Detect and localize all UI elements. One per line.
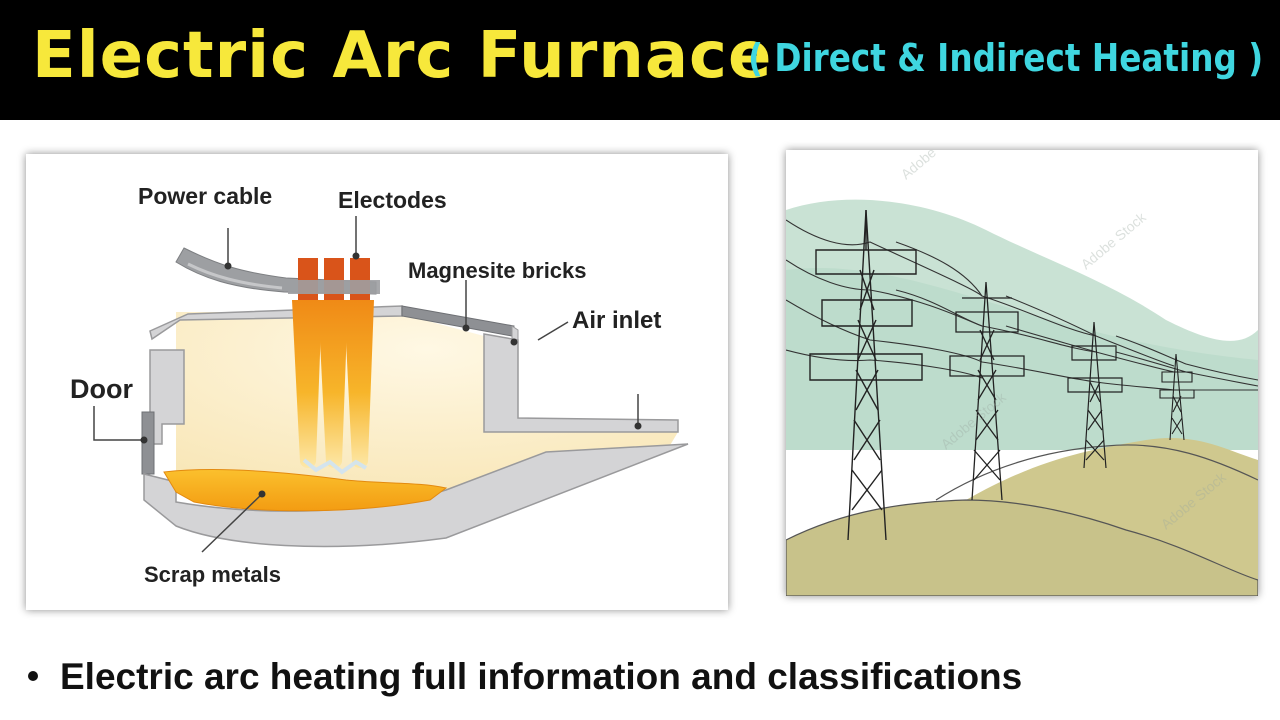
title-banner: Electric Arc Furnace ( Direct & Indirect…: [0, 0, 1280, 120]
bullet-point: Electric arc heating full information an…: [28, 656, 1022, 698]
label-scrap-metals: Scrap metals: [144, 562, 281, 587]
scrap-metal-pool: [163, 469, 448, 512]
hills-middle: [935, 444, 1258, 501]
furnace-diagram-panel: Power cable Electodes Magnesite bricks A…: [26, 154, 728, 610]
pylon-1: [809, 209, 923, 541]
electrodes: [288, 258, 380, 468]
electrode-2-body: [318, 300, 348, 468]
leader-door: [93, 406, 144, 441]
pylon-2: [949, 281, 1025, 501]
sky-wash-2: [786, 268, 1258, 450]
bullet-text: Electric arc heating full information an…: [60, 656, 1023, 697]
arc-spark: [302, 458, 368, 475]
furnace-door: [141, 411, 155, 475]
pylon-3: [1067, 321, 1123, 469]
leader-scrap: [201, 493, 263, 553]
label-magnesite-bricks: Magnesite bricks: [408, 258, 587, 283]
electrode-holder: [288, 280, 380, 294]
furnace-diagram: Power cable Electodes Magnesite bricks A…: [70, 183, 689, 587]
electrode-3-body: [344, 300, 374, 468]
page-title: Electric Arc Furnace: [32, 19, 773, 93]
power-lines-panel: Adobe Stock Adobe Stock Adobe Stock Adob…: [786, 150, 1258, 596]
label-door: Door: [70, 374, 133, 404]
power-cable-strand: [187, 262, 283, 290]
label-electrodes: Electodes: [338, 187, 447, 213]
hills-front: [786, 499, 1258, 596]
label-power-cable: Power cable: [138, 183, 272, 209]
power-lines-illustration: Adobe Stock Adobe Stock Adobe Stock Adob…: [786, 150, 1258, 596]
furnace-hearth: [143, 443, 689, 548]
page-subtitle: ( Direct & Indirect Heating ): [748, 36, 1264, 80]
label-air-inlet: Air inlet: [572, 307, 661, 334]
pylon-4: [1159, 353, 1195, 441]
furnace-right-wall: [483, 333, 679, 433]
leader-air-inlet: [537, 321, 569, 341]
electrode-1-body: [292, 300, 322, 468]
bullet-dot: [28, 671, 38, 682]
